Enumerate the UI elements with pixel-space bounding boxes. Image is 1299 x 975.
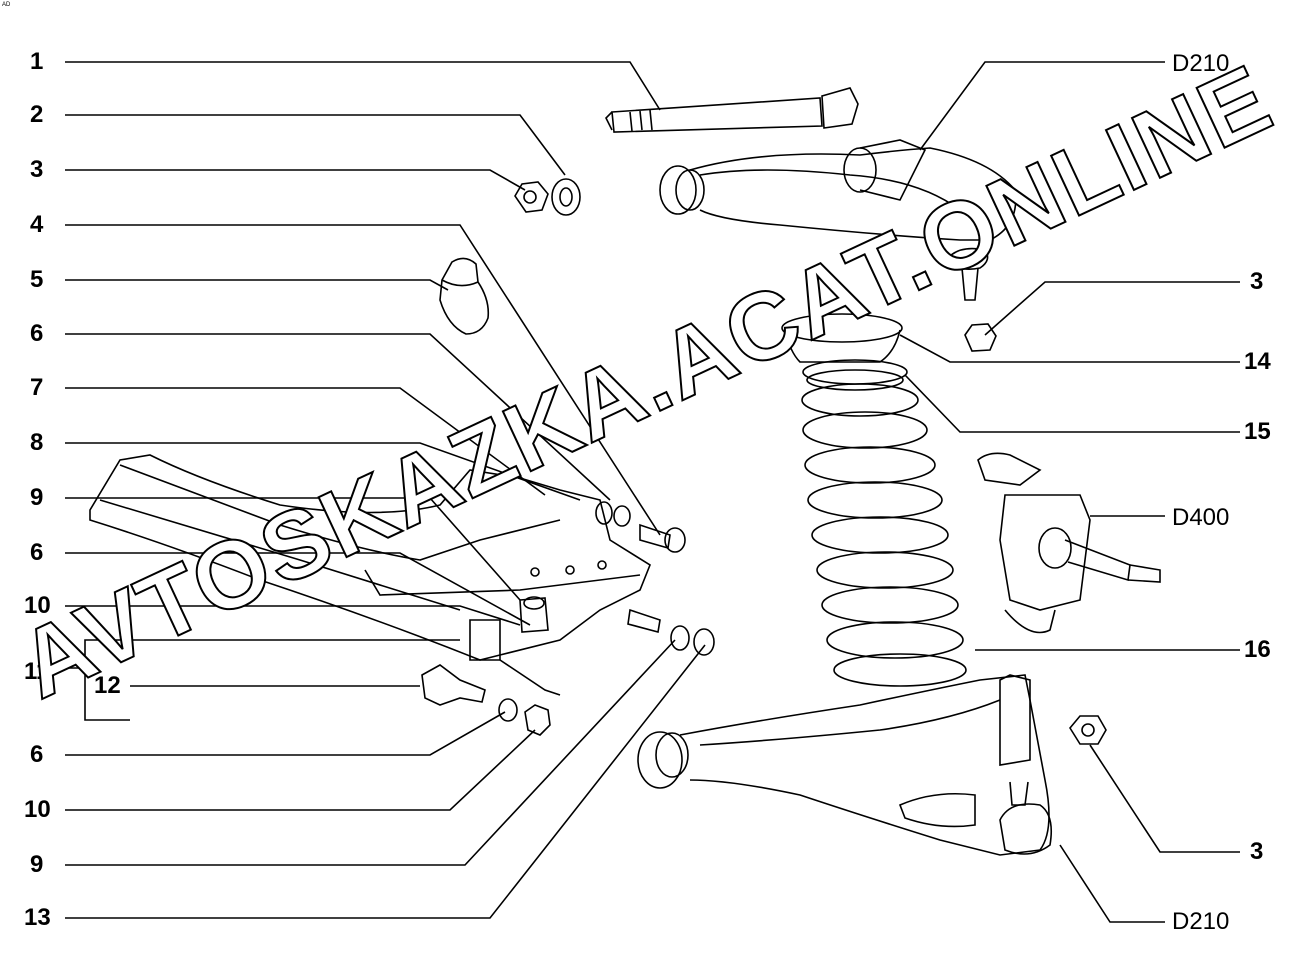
callout-4: 4	[30, 211, 44, 238]
callout-8: 8	[30, 429, 44, 456]
crossmember-icon	[89, 454, 651, 696]
callout-9b: 9	[30, 851, 44, 878]
callout-7: 7	[30, 374, 44, 401]
upper-control-arm-icon	[659, 139, 1017, 301]
steering-knuckle-icon	[977, 452, 1161, 634]
callout-12: 12	[94, 672, 121, 699]
callout-3-lower: 3	[1250, 838, 1264, 865]
callout-13: 13	[24, 904, 51, 931]
lower-control-arm-icon	[637, 674, 1053, 856]
callout-6b: 6	[30, 539, 44, 566]
leader-lines-right	[899, 61, 1240, 923]
callout-10: 10	[24, 592, 51, 619]
nut-icon	[1069, 715, 1107, 745]
callout-15: 15	[1244, 418, 1271, 445]
callout-16: 16	[1244, 636, 1271, 663]
callout-d210-top: D210	[1172, 50, 1230, 77]
corner-mark: AD	[2, 2, 11, 8]
callout-6: 6	[30, 320, 44, 347]
callout-d210-bottom: D210	[1172, 908, 1230, 935]
callout-10b: 10	[24, 796, 51, 823]
bolt-icon	[605, 87, 859, 133]
callout-3-right: 3	[1250, 268, 1264, 295]
callout-d400: D400	[1172, 504, 1230, 531]
callout-2: 2	[30, 101, 44, 128]
nut-icon	[964, 323, 997, 352]
spring-seat-icon	[781, 313, 908, 391]
callout-9: 9	[30, 484, 44, 511]
washer-icon	[551, 178, 581, 216]
callout-14: 14	[1244, 348, 1271, 375]
leader-lines-left	[65, 61, 706, 919]
nut-icon	[514, 181, 549, 213]
callout-11: 11	[24, 658, 50, 685]
callout-3: 3	[30, 156, 44, 183]
callout-5: 5	[30, 266, 44, 293]
bump-stop-icon	[439, 257, 490, 335]
hardware-icon	[421, 501, 715, 736]
callout-6c: 6	[30, 741, 44, 768]
coil-spring-icon	[801, 383, 967, 687]
callout-1: 1	[30, 48, 44, 75]
